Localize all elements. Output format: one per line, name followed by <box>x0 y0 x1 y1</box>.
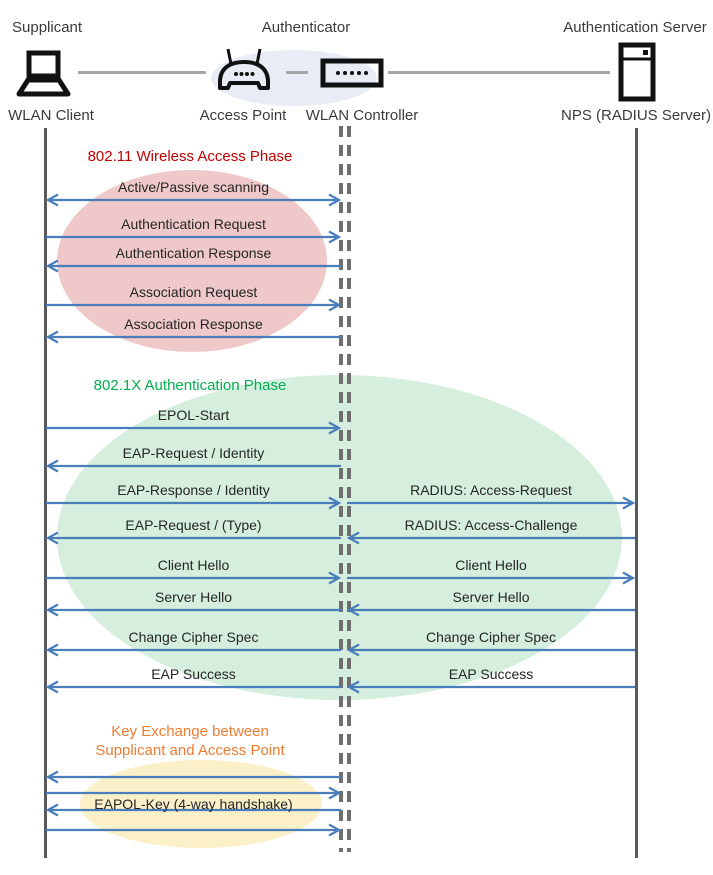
message-label: Client Hello <box>157 557 230 573</box>
message-arrow <box>45 330 341 344</box>
phase3-title: Key Exchange between Supplicant and Acce… <box>60 722 320 760</box>
message-arrow <box>46 786 342 800</box>
message-label: EAP-Request / (Type) <box>125 517 262 533</box>
message-arrow <box>346 603 635 617</box>
message-label: Authentication Request <box>121 216 266 232</box>
supplicant-lifeline <box>44 128 47 858</box>
phase3-ellipse <box>80 760 322 848</box>
message-label: Server Hello <box>452 589 530 605</box>
message-arrow <box>46 230 342 244</box>
message-arrow <box>347 571 636 585</box>
role-supplicant: Supplicant <box>12 19 83 36</box>
phase1-title: 802.11 Wireless Access Phase <box>87 148 293 165</box>
message-label: Client Hello <box>455 557 527 573</box>
role-authentication-server: Authentication Server <box>563 19 707 36</box>
message-label: Authentication Response <box>115 245 272 261</box>
message-label: Change Cipher Spec <box>128 629 259 645</box>
role-authenticator: Authenticator <box>261 19 351 36</box>
message-arrow <box>45 603 341 617</box>
message-label: RADIUS: Access-Request <box>410 482 572 498</box>
phase3-title-line1: Key Exchange between <box>111 723 269 740</box>
message-label: Association Response <box>124 316 263 332</box>
controller-switch-icon <box>320 58 384 93</box>
message-arrow <box>45 259 341 273</box>
wireless-access-point-icon <box>216 48 272 101</box>
message-label: EAP Success <box>151 666 236 682</box>
message-label: EPOL-Start <box>157 407 230 423</box>
message-label: EAP Success <box>448 666 534 682</box>
message-label: Server Hello <box>154 589 233 605</box>
message-arrow <box>46 571 342 585</box>
message-label: EAP-Request / Identity <box>122 445 265 461</box>
phase3-title-line2: Supplicant and Access Point <box>95 742 285 759</box>
connector-ap-controller <box>286 71 308 74</box>
message-label: EAPOL-Key (4-way handshake) <box>94 796 293 812</box>
message-arrow <box>45 803 341 817</box>
message-label: RADIUS: Access-Challenge <box>404 517 578 533</box>
message-arrow <box>346 643 635 657</box>
message-arrow <box>46 496 342 510</box>
message-arrow <box>45 193 342 207</box>
message-label: Change Cipher Spec <box>426 629 556 645</box>
authenticator-lifeline-left <box>339 126 343 852</box>
connector-controller-server <box>388 71 610 74</box>
message-arrow <box>45 770 341 784</box>
laptop-icon <box>12 50 74 103</box>
message-arrow <box>45 680 341 694</box>
message-arrow <box>45 643 341 657</box>
message-arrow <box>45 531 341 545</box>
node-label-wlan-controller: WLAN Controller <box>305 107 419 124</box>
message-arrow <box>346 531 635 545</box>
message-arrow <box>46 823 342 837</box>
connector-client-ap <box>78 71 206 74</box>
message-arrow <box>46 421 342 435</box>
node-label-nps-radius-server: NPS (RADIUS Server) <box>560 107 712 124</box>
message-arrow <box>346 680 635 694</box>
message-arrow <box>45 459 341 473</box>
node-label-wlan-client: WLAN Client <box>8 107 94 124</box>
message-arrow <box>46 298 342 312</box>
message-label: Active/Passive scanning <box>118 179 269 195</box>
server-lifeline <box>635 128 638 858</box>
message-label: EAP-Response / Identity <box>117 482 270 498</box>
authenticator-lifeline-right <box>347 126 351 852</box>
node-label-access-point: Access Point <box>199 107 287 124</box>
message-label: Association Request <box>129 284 258 300</box>
phase2-title: 802.1X Authentication Phase <box>93 377 287 394</box>
message-arrow <box>347 496 636 510</box>
server-icon <box>618 42 656 107</box>
